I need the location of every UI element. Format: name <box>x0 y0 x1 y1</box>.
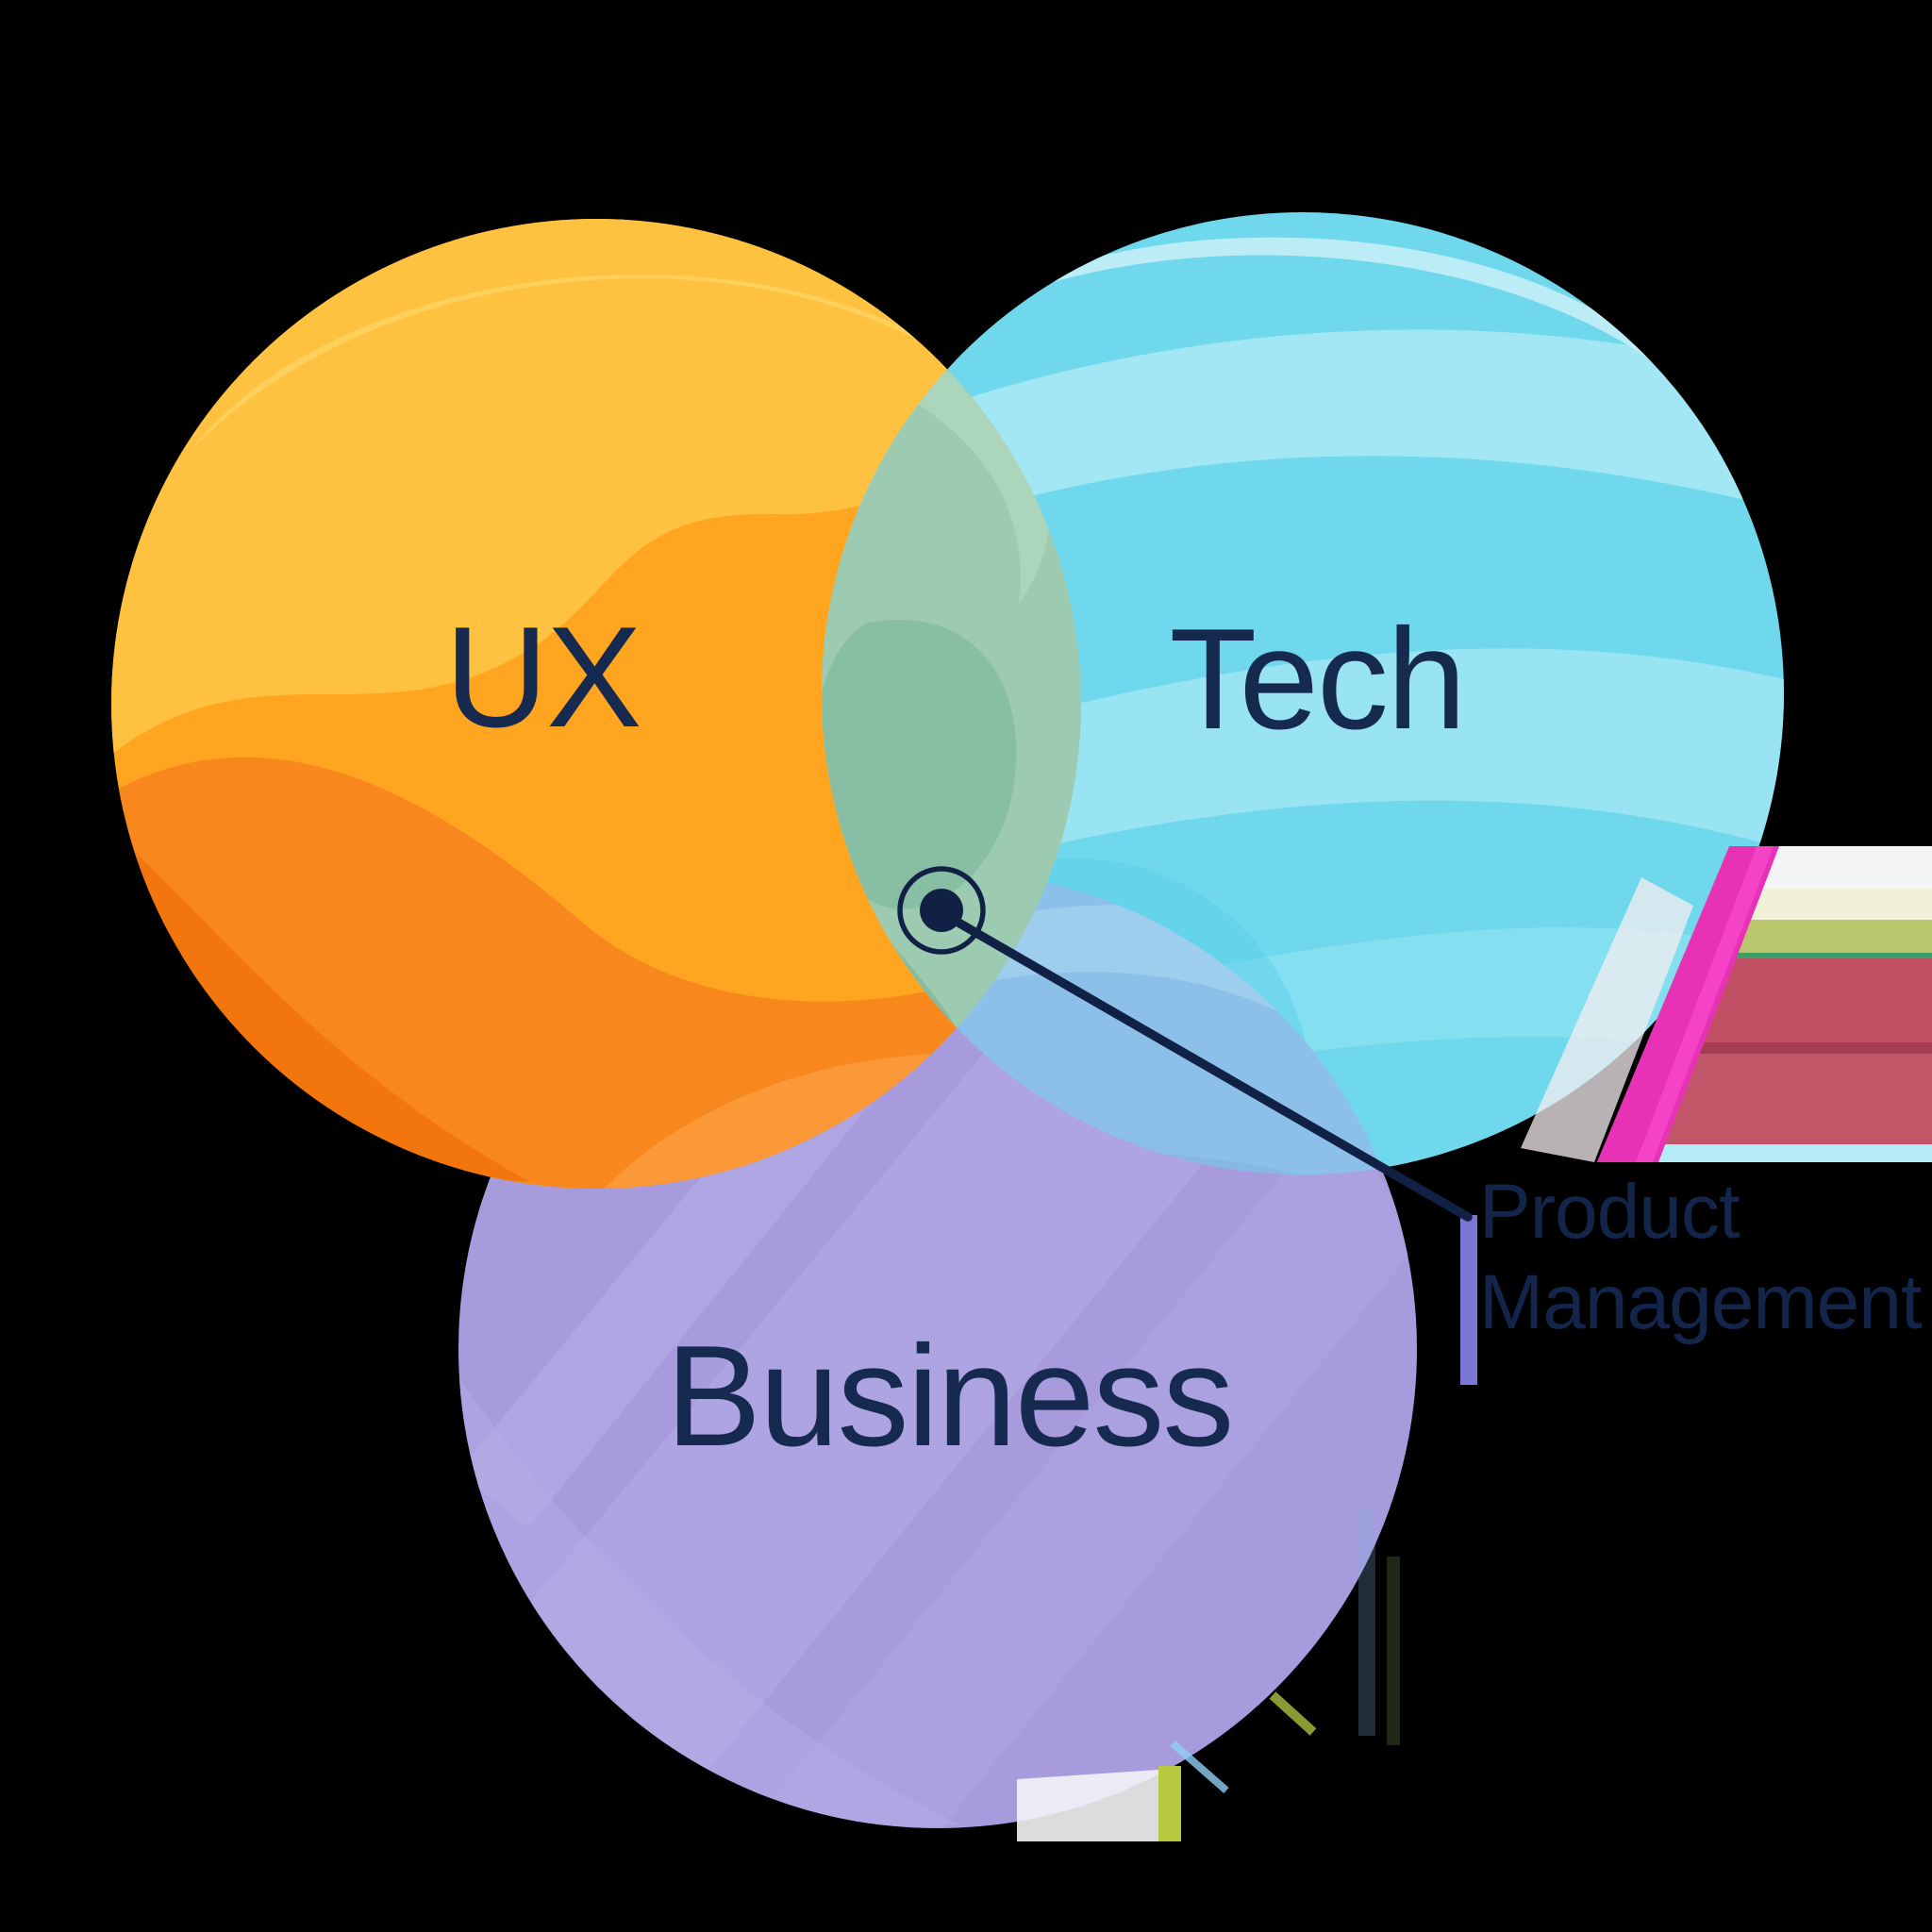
glitch-block <box>1521 846 1932 1162</box>
glitch-magenta-line <box>1636 846 1774 1162</box>
callout-marker <box>897 866 1473 1222</box>
glitch-white-block <box>1017 1770 1158 1841</box>
glitch-stripe-green <box>1597 953 1932 958</box>
callout-leader-line <box>954 918 1473 1222</box>
ux-tech-blob <box>822 619 1017 909</box>
ux-band-light <box>111 219 1081 755</box>
business-band-2 <box>755 1104 1417 1828</box>
business-label: Business <box>666 1316 1233 1476</box>
glitch-chartreuse-bar <box>1158 1766 1181 1841</box>
glitch-blue-line <box>1170 1740 1229 1794</box>
tech-band-crescent <box>934 237 1698 396</box>
tech-label: Tech <box>1169 599 1464 759</box>
callout-label-line1: Product <box>1479 1169 1740 1255</box>
tech-band-1 <box>822 329 1784 566</box>
glitch-periwinkle-bar <box>1460 1215 1477 1385</box>
callout-dot <box>920 889 963 932</box>
callout-ring <box>897 866 986 955</box>
glitch-stripe-cyan <box>1597 1144 1932 1162</box>
callout-label-line2: Management <box>1479 1259 1923 1345</box>
glitch-faint-bar-1 <box>1358 1509 1375 1736</box>
glitch-faint-bar-2 <box>1387 1557 1400 1745</box>
glitch-white-wedge <box>1521 877 1693 1162</box>
ux-circle <box>111 219 1081 1189</box>
glitch-olive-line <box>1269 1691 1317 1736</box>
ux-label: UX <box>444 597 640 758</box>
ux-band-crescent <box>189 275 1000 453</box>
glitch-small-artifacts <box>1017 1215 1477 1841</box>
